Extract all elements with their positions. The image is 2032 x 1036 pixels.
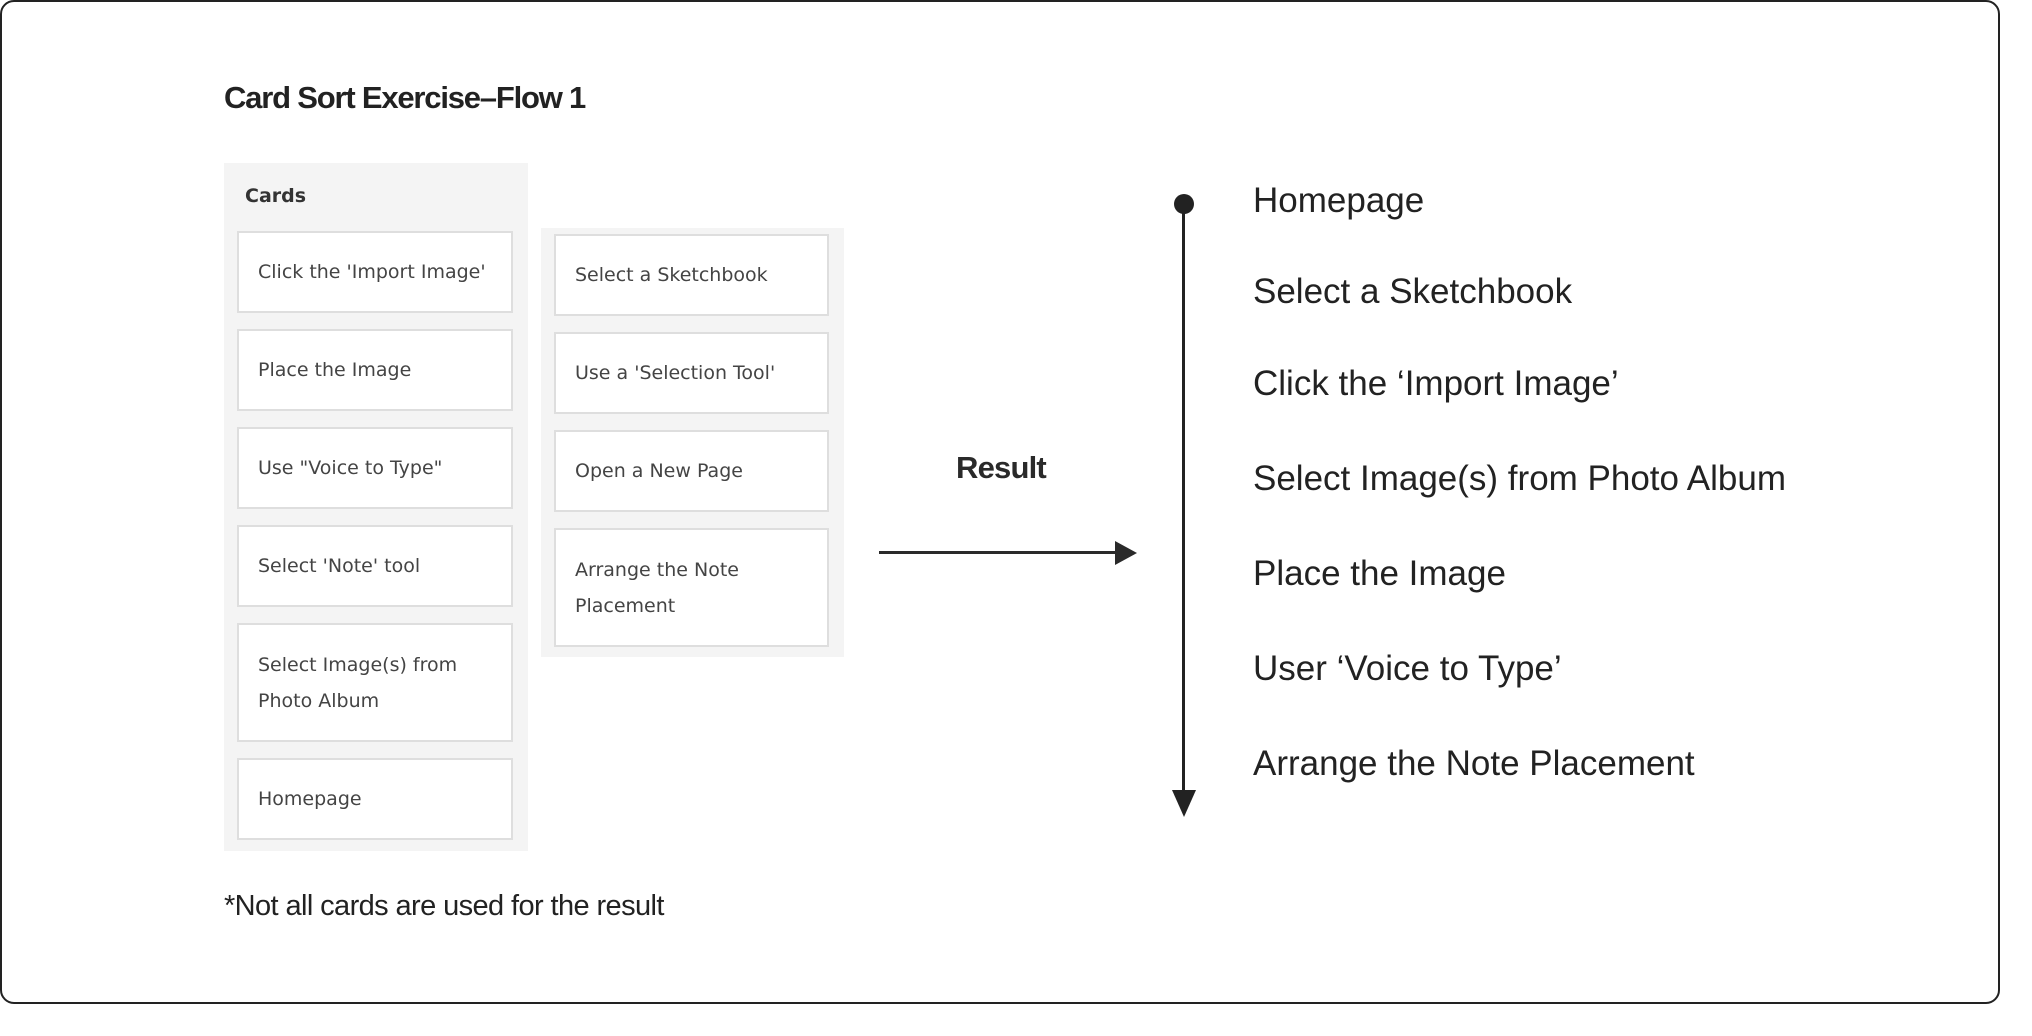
card-voice-to-type[interactable]: Use "Voice to Type" xyxy=(237,427,513,509)
flow-step: Arrange the Note Placement xyxy=(1253,744,1695,783)
card-selection-tool[interactable]: Use a 'Selection Tool' xyxy=(554,332,829,414)
flow-step: Select a Sketchbook xyxy=(1253,272,1573,311)
card-arrange-note[interactable]: Arrange the Note Placement xyxy=(554,528,829,647)
arrow-right-icon xyxy=(1115,541,1137,565)
cards-heading: Cards xyxy=(245,185,307,207)
arrow-down-icon xyxy=(1172,790,1196,817)
flow-line xyxy=(1182,204,1185,791)
page-title: Card Sort Exercise–Flow 1 xyxy=(224,80,586,115)
flow-step: Homepage xyxy=(1253,181,1425,220)
card-new-page[interactable]: Open a New Page xyxy=(554,430,829,512)
flow-step: Click the ‘Import Image’ xyxy=(1253,364,1619,403)
card-note-tool[interactable]: Select 'Note' tool xyxy=(237,525,513,607)
card-select-sketchbook[interactable]: Select a Sketchbook xyxy=(554,234,829,316)
footnote: *Not all cards are used for the result xyxy=(224,890,664,922)
result-arrow-line xyxy=(879,551,1117,554)
card-select-images[interactable]: Select Image(s) from Photo Album xyxy=(237,623,513,742)
flow-step: User ‘Voice to Type’ xyxy=(1253,649,1562,688)
result-label: Result xyxy=(956,450,1047,485)
card-place-image[interactable]: Place the Image xyxy=(237,329,513,411)
flow-step: Select Image(s) from Photo Album xyxy=(1253,459,1786,498)
flow-step: Place the Image xyxy=(1253,554,1506,593)
card-import-image[interactable]: Click the 'Import Image' xyxy=(237,231,513,313)
slide-frame: Card Sort Exercise–Flow 1 Cards Click th… xyxy=(0,0,2000,1004)
card-homepage[interactable]: Homepage xyxy=(237,758,513,840)
